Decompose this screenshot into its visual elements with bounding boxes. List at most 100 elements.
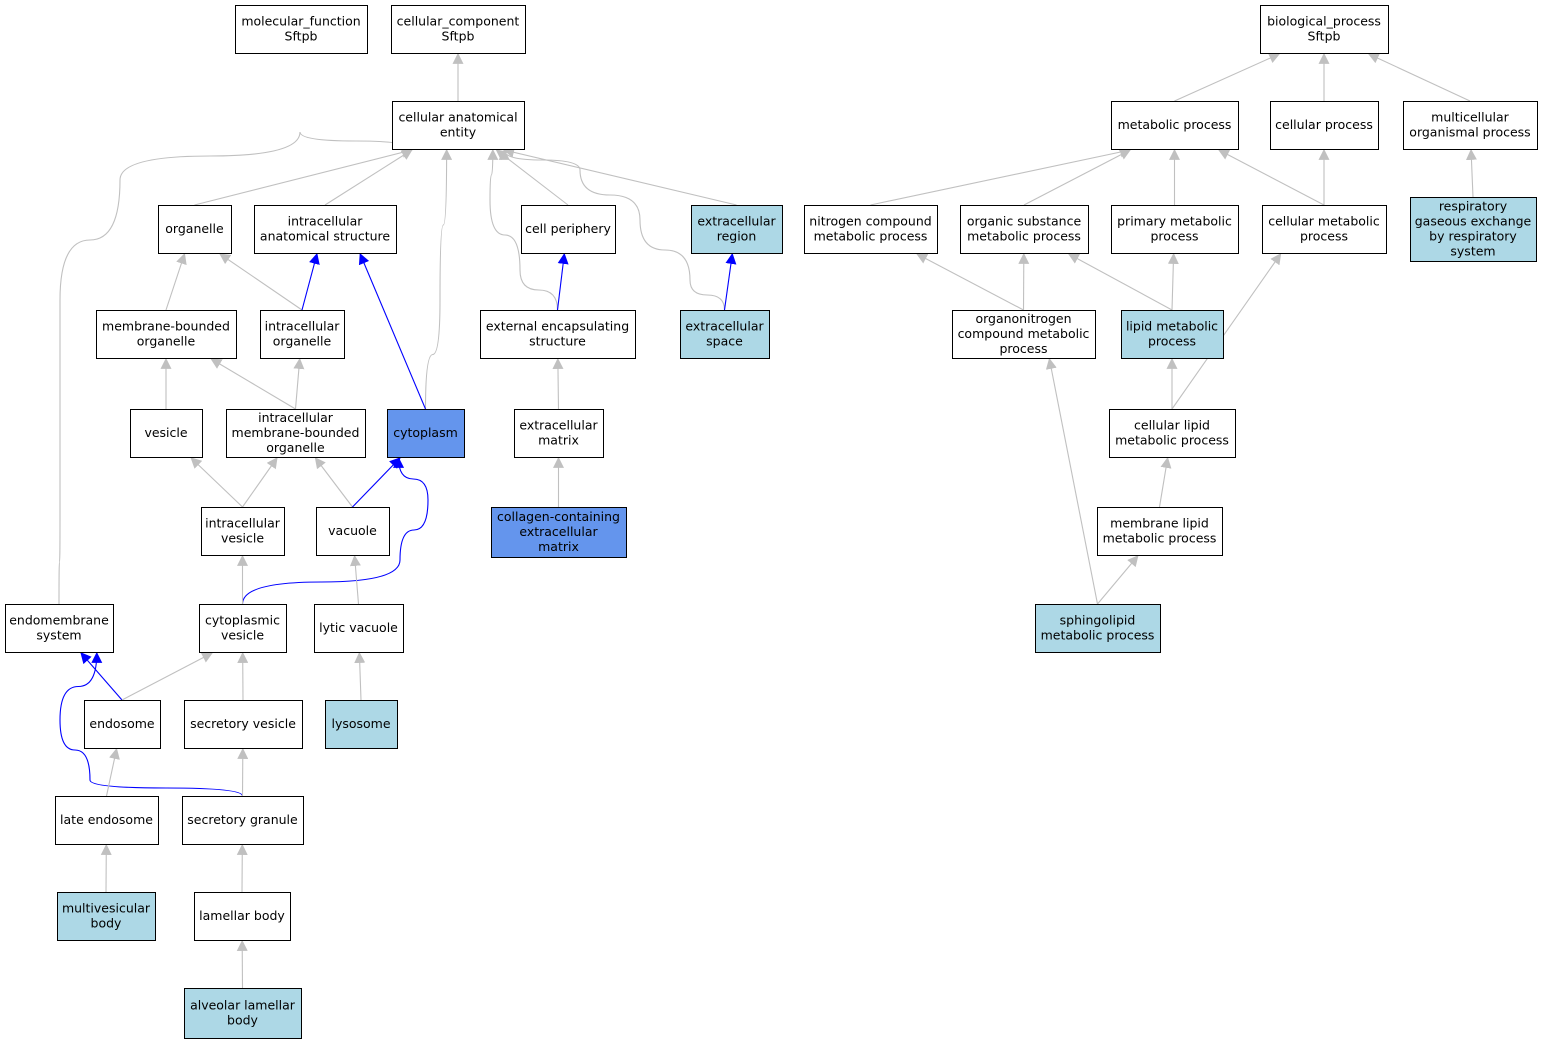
term-label: vacuole (328, 523, 377, 538)
term-label: Sftpb (285, 29, 318, 44)
edge-io-to-organelle (219, 253, 303, 311)
term-label: lipid metabolic (1126, 319, 1218, 334)
term-box (1097, 507, 1223, 556)
term-node-secgran[interactable]: secretory granule (182, 796, 304, 845)
term-box (5, 604, 114, 653)
term-box (184, 700, 303, 749)
term-node-lamellar[interactable]: lamellar body (194, 892, 291, 941)
term-node-metab[interactable]: metabolic process (1111, 101, 1239, 150)
term-box (254, 205, 397, 254)
term-label: system (36, 628, 81, 643)
edge (424, 148, 453, 410)
term-node-organelle[interactable]: organelle (158, 205, 232, 254)
term-label: organonitrogen (975, 311, 1071, 326)
term-box (201, 507, 285, 556)
edge (80, 652, 123, 701)
term-label: process (1150, 229, 1198, 244)
edge-clmp-to-cmp (1171, 253, 1282, 410)
term-node-cytoplasm[interactable]: cytoplasm (387, 409, 465, 458)
term-node-vacuole[interactable]: vacuole (316, 507, 390, 556)
term-label: anatomical structure (260, 229, 390, 244)
term-box (325, 700, 398, 749)
edge (293, 357, 305, 410)
term-box (491, 507, 627, 558)
term-box (1262, 205, 1387, 254)
edge-mbo-to-organelle (165, 252, 187, 311)
term-node-cellperiph[interactable]: cell periphery (521, 205, 616, 254)
term-label: late endosome (60, 812, 153, 827)
term-label: gaseous exchange (1415, 214, 1532, 229)
edge-cytoplasm-to-cae (424, 148, 453, 410)
term-node-cellproc[interactable]: cellular process (1270, 101, 1379, 150)
edge (241, 456, 429, 605)
edge (194, 147, 413, 206)
term-box (182, 796, 304, 845)
term-label: metabolic process (967, 229, 1081, 244)
term-node-lysosome[interactable]: lysosome (325, 700, 398, 749)
term-label: membrane lipid (1110, 516, 1209, 531)
term-node-lateendo[interactable]: late endosome (55, 796, 159, 845)
edge-vacuole-to-imbo (314, 457, 353, 508)
edge (1217, 149, 1325, 206)
edge-smp-to-mlmp (1097, 555, 1139, 605)
edge (349, 554, 361, 605)
edge (58, 131, 418, 605)
term-label: cytoplasmic (205, 613, 280, 628)
term-label: vesicle (144, 425, 187, 440)
term-node-endosome[interactable]: endosome (84, 700, 161, 749)
term-label: organelle (165, 221, 224, 236)
edge (1171, 253, 1282, 410)
edge (495, 149, 569, 206)
term-box (57, 892, 156, 941)
term-box (1410, 197, 1537, 262)
edge-ncmp-to-metab (870, 146, 1132, 206)
edge-metab-to-bp (1174, 53, 1281, 102)
term-label: body (227, 1013, 259, 1028)
edge (1097, 555, 1139, 605)
term-node-secves[interactable]: secretory vesicle (184, 700, 303, 749)
edge-lysosome-to-lytic (354, 651, 366, 701)
term-node-vesicle[interactable]: vesicle (130, 409, 203, 458)
term-label: vesicle (221, 531, 264, 546)
edge-io-to-ias (301, 252, 320, 311)
term-node-lytic[interactable]: lytic vacuole (314, 604, 404, 653)
term-label: process (1148, 334, 1196, 349)
edge (487, 148, 559, 311)
term-box (1111, 101, 1239, 150)
edge (1045, 357, 1099, 605)
term-box (1111, 205, 1239, 254)
edge (556, 252, 569, 311)
